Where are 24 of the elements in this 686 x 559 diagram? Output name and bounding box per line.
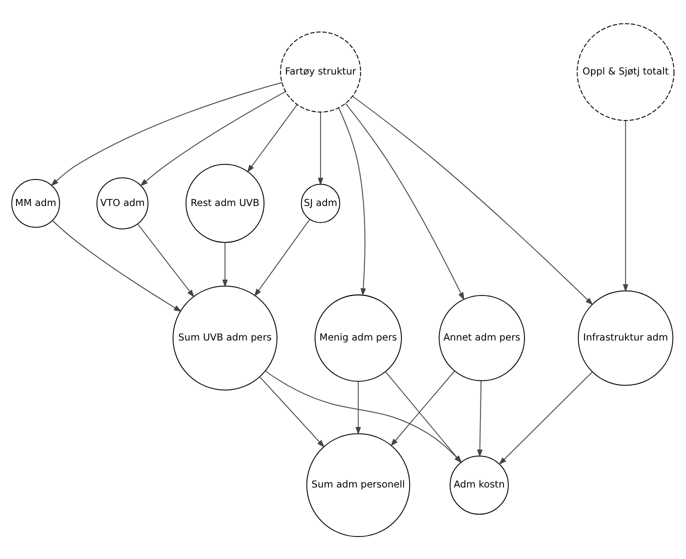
node-circle: Menig adm pers	[314, 294, 402, 382]
node-circle: Fartøy struktur	[280, 31, 362, 112]
arrow	[247, 104, 298, 172]
arrow	[254, 218, 310, 296]
arrow	[222, 242, 228, 288]
node-circle: Infrastruktur adm	[578, 290, 674, 386]
arrow	[50, 82, 282, 186]
node-circle: Annet adm pers	[438, 294, 525, 381]
node-circle: SJ adm	[300, 183, 340, 223]
arrow	[137, 223, 194, 298]
arrow	[355, 380, 362, 434]
arrow	[140, 90, 286, 186]
arrow	[498, 370, 593, 464]
arrow	[352, 95, 594, 305]
arrow	[318, 111, 324, 186]
arrow	[345, 102, 464, 300]
arrow	[259, 376, 325, 448]
arrow	[338, 107, 366, 296]
arrow	[52, 220, 182, 312]
arrow	[622, 120, 628, 292]
node-circle: Oppl & Sjøtj totalt	[576, 22, 674, 120]
node-circle: Sum adm personell	[306, 432, 410, 537]
arrow	[477, 380, 483, 457]
arrow	[390, 370, 455, 446]
